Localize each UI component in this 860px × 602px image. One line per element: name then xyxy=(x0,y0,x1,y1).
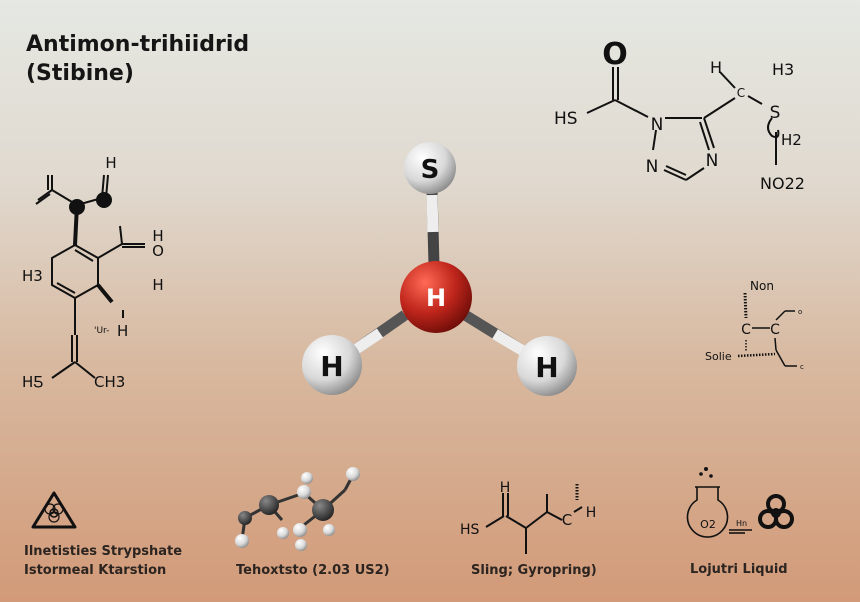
atom-label: H xyxy=(320,350,343,383)
caption-molecule: Tehoxtsto (2.03 US2) xyxy=(236,563,390,578)
atom-label: S xyxy=(770,103,781,123)
title-line-1: Antimon-trihiidrid xyxy=(26,32,250,57)
caption-biohazard: Ilnetisties Strypshate Istormeal Ktarsti… xyxy=(24,542,182,580)
atom-label: C xyxy=(737,86,745,100)
atom-label: H xyxy=(152,276,163,294)
left-structural-formula xyxy=(35,174,145,379)
atom-label: Solie xyxy=(705,350,732,363)
mid-right-structure-labels: Non C C Solie o c xyxy=(705,279,804,371)
atom-label: o xyxy=(798,308,802,316)
atom-label: C xyxy=(770,322,780,338)
atom-label: H xyxy=(535,351,558,384)
atom-label: H xyxy=(117,322,128,340)
center-molecule: S H H H xyxy=(302,142,577,396)
atom-label: CH3 xyxy=(94,373,125,391)
bond-highlight xyxy=(351,328,384,355)
atom-label: H xyxy=(710,58,722,77)
atom-label: H3 xyxy=(22,267,43,285)
atom-label: N xyxy=(651,115,664,135)
atom-label: H xyxy=(500,480,511,496)
caption-skeletal: Sling; Gyropring) xyxy=(471,563,597,578)
page-title: Antimon-trihiidrid (Stibine) xyxy=(26,30,249,88)
atom-s xyxy=(404,142,456,194)
skeletal-formula-icon: H HS C H xyxy=(460,480,596,554)
caption-line: Istormeal Ktarstion xyxy=(24,563,167,578)
atom-label: H xyxy=(426,284,446,312)
atom-h-left xyxy=(302,335,362,395)
title-line-2: (Stibine) xyxy=(26,61,134,86)
top-right-structure-labels: O HS N N N H C H3 S H2 NO22 xyxy=(554,37,805,193)
atom-label: H2 xyxy=(781,131,802,149)
left-structure-labels: H H O H H3 H 'Ur- H HƼ CH3 xyxy=(22,154,164,391)
atom-label: HƼ xyxy=(22,373,43,391)
caption-line: Ilnetisties Strypshate xyxy=(24,544,183,559)
ball-and-stick-molecule-icon xyxy=(235,467,360,551)
top-right-structural-formula xyxy=(586,67,780,181)
caption-liquid: Lojutri Liquid xyxy=(690,562,788,577)
atom-label: C xyxy=(562,511,572,529)
flask-biohazard-icon: O2 Hn xyxy=(686,466,794,538)
atom-label: N xyxy=(706,151,719,171)
biohazard-icon xyxy=(758,494,794,529)
atom-label: H xyxy=(152,227,163,245)
bond-highlight xyxy=(426,194,439,233)
atom-label: C xyxy=(741,322,751,338)
atom-label: HS xyxy=(554,109,578,129)
atom-label: O2 xyxy=(700,518,716,531)
mid-right-structural-formula xyxy=(737,292,797,367)
atom-label: H xyxy=(105,154,116,172)
atom-label: H xyxy=(586,505,597,521)
atom-label: 'Ur- xyxy=(94,326,109,336)
atom-label: HS xyxy=(460,522,480,538)
atom-label: Non xyxy=(750,279,774,293)
atom-label: H3 xyxy=(772,60,794,79)
bond-highlight xyxy=(492,329,528,357)
atom-label: O xyxy=(602,37,628,72)
atom-label: c xyxy=(800,363,804,371)
atom-label: S xyxy=(421,155,440,185)
biohazard-warning-icon xyxy=(31,491,77,529)
atom-label: Hn xyxy=(736,519,747,528)
atom-label: N xyxy=(646,157,659,177)
atom-label: O xyxy=(152,242,164,260)
atom-label: NO22 xyxy=(760,174,805,193)
atom-center xyxy=(400,261,472,333)
atom-h-right xyxy=(517,336,577,396)
